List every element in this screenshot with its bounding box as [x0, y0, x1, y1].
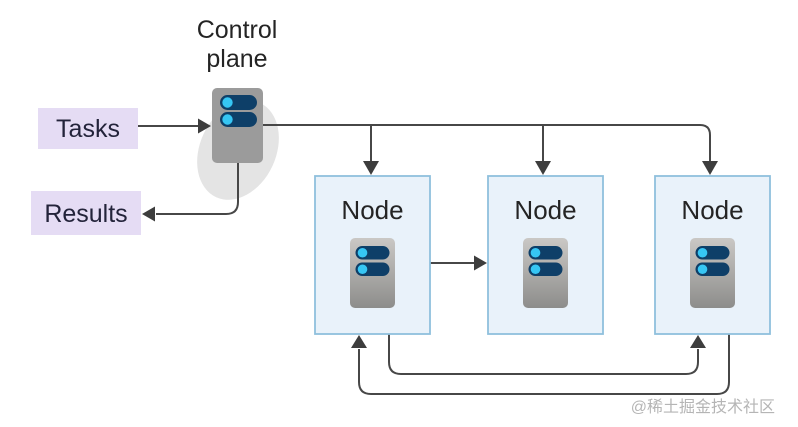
server-led-icon [530, 247, 541, 258]
control-plane-server-icon [212, 88, 263, 163]
server-led-icon [222, 97, 233, 108]
node-box-3: Node [654, 175, 771, 335]
connector-node-1-to-node-3 [388, 334, 699, 375]
arrowhead-into-results [142, 206, 155, 222]
node-server-icon [690, 238, 735, 308]
node-server-icon [350, 238, 395, 308]
arrowhead-into-node-3-top [702, 161, 718, 175]
node-server-icon [523, 238, 568, 308]
control-plane-label-line1: Control [197, 16, 278, 44]
server-led-icon [357, 247, 368, 258]
node-label: Node [514, 195, 576, 225]
results-box: Results [31, 191, 141, 235]
connector-control-plane-to-results [156, 163, 239, 215]
arrowhead-into-node-2-top [535, 161, 551, 175]
node-box-2: Node [487, 175, 604, 335]
server-led-icon [697, 247, 708, 258]
tasks-box-rect [38, 108, 138, 149]
arrowhead-into-node-3-bottom [690, 335, 706, 348]
server-led-icon [530, 264, 541, 275]
arrowhead-into-control-plane [198, 118, 211, 134]
node-label: Node [341, 195, 403, 225]
node-label: Node [681, 195, 743, 225]
arrowhead-into-node-1-top [363, 161, 379, 175]
watermark: @稀土掘金技术社区 [631, 398, 775, 416]
server-led-icon [222, 114, 233, 125]
server-led-icon [697, 264, 708, 275]
arrowhead-into-node-1-bottom [351, 335, 367, 348]
node-box-1: Node [314, 175, 431, 335]
tasks-label: Tasks [56, 115, 120, 143]
results-label: Results [44, 200, 127, 228]
tasks-box: Tasks [38, 108, 138, 149]
connector-control-plane-to-node-3 [263, 124, 711, 161]
results-box-rect [31, 191, 141, 235]
server-led-icon [357, 264, 368, 275]
arrowhead-into-node-2-left [474, 255, 487, 271]
connector-node-3-to-node-1 [358, 334, 730, 395]
control-plane-label-line2: plane [206, 45, 267, 73]
